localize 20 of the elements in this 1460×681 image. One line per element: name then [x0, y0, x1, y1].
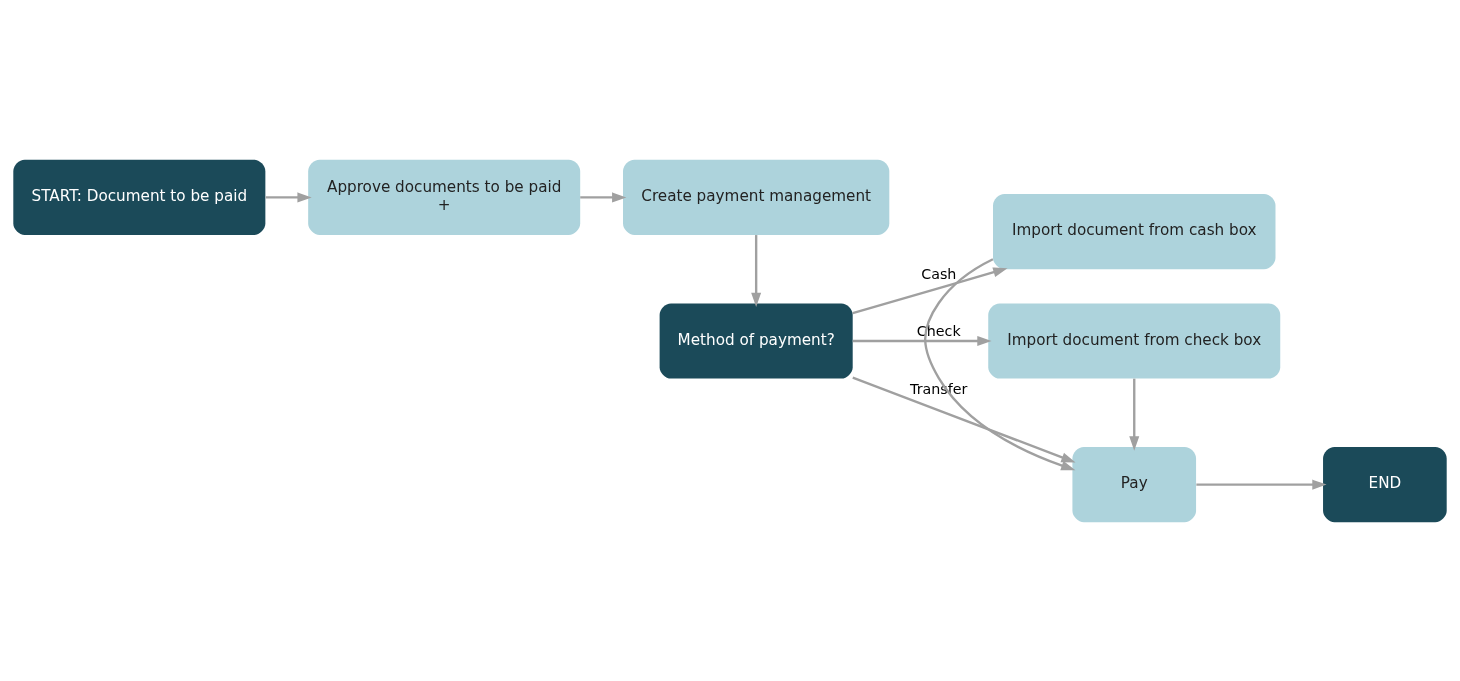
node-box: Approve documents to be paid +	[308, 159, 581, 235]
arrow	[924, 257, 1076, 470]
arrow	[1129, 378, 1140, 451]
arrow	[751, 234, 762, 307]
edge-label: Cash	[921, 265, 957, 282]
node-box: Import document from check box	[988, 302, 1281, 379]
arrow	[580, 191, 627, 202]
arrow	[852, 266, 1008, 314]
node-box: Import document from cash box	[993, 193, 1276, 269]
node-box: START: Document to be paid	[13, 159, 266, 235]
arrow	[852, 335, 992, 346]
arrow	[1196, 479, 1327, 490]
edge-label: Transfer	[910, 380, 968, 397]
node-box: Create payment management	[623, 159, 890, 235]
node-box: Pay	[1072, 446, 1197, 522]
arrow	[265, 191, 312, 202]
arrow	[852, 375, 1076, 463]
node-box: END	[1323, 446, 1447, 522]
edge-label: Check	[916, 322, 961, 339]
node-box: Method of payment?	[659, 302, 853, 379]
